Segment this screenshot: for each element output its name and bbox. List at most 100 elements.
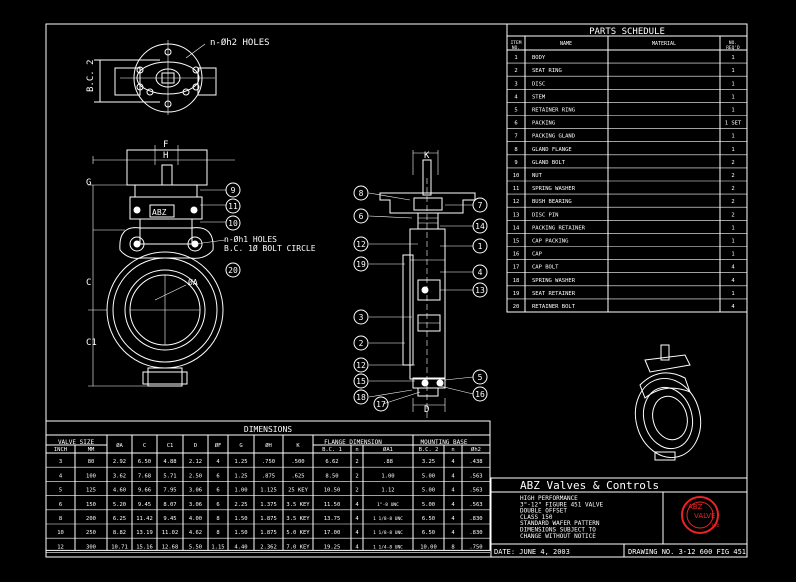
dim-c1-label: C1 xyxy=(86,338,97,348)
abz-plate-label: ABZ xyxy=(152,208,167,217)
dim-cell: 4 xyxy=(355,516,359,522)
parts-row-qty: 4 xyxy=(731,265,735,271)
dim-cell: 3.06 xyxy=(189,502,202,508)
dim-col-header: ØA xyxy=(116,442,123,449)
item-balloon-number: 15 xyxy=(356,377,366,386)
dim-cell: .563 xyxy=(469,502,482,508)
dim-col-header: INCH xyxy=(54,447,67,453)
parts-row-no: 11 xyxy=(513,186,520,192)
dim-cell: .438 xyxy=(469,459,482,465)
dim-cell: 11.02 xyxy=(162,530,179,536)
dim-cell: 2 xyxy=(355,473,358,479)
parts-row-name: RETAINER BOLT xyxy=(532,304,576,310)
front-view xyxy=(88,60,235,387)
parts-row-qty: 1 xyxy=(731,252,734,258)
parts-row-name: SPRING WASHER xyxy=(532,186,576,192)
parts-row-no: 20 xyxy=(513,304,520,310)
item-balloon-number: 3 xyxy=(359,313,364,322)
group-flange: FLANGE DIMENSION xyxy=(324,439,382,446)
item-balloon xyxy=(373,396,389,412)
dim-cell: 1.875 xyxy=(260,530,277,536)
dim-col-header: n xyxy=(451,447,454,453)
dim-cell: 5.00 xyxy=(422,502,435,508)
parts-row-qty: 1 xyxy=(731,134,734,140)
dim-cell: 4 xyxy=(451,516,455,522)
dim-cell: 5.71 xyxy=(163,473,176,479)
item-balloon xyxy=(472,238,488,254)
item-balloon xyxy=(353,373,369,389)
dim-col-header: ØF xyxy=(215,442,222,449)
dim-cell: 25 KEY xyxy=(288,488,309,494)
dim-cell: 6 xyxy=(216,502,219,508)
parts-row-no: 8 xyxy=(514,147,517,153)
description-line: DOUBLE OFFSET xyxy=(520,508,567,515)
dim-cell: 9.66 xyxy=(138,488,151,494)
item-balloon-number: 13 xyxy=(475,286,485,295)
dim-cell: 12.68 xyxy=(162,544,179,550)
bc2-label: B.C. 2 xyxy=(86,59,96,92)
dim-cell: 2.362 xyxy=(260,544,277,550)
dim-cell: 125 xyxy=(86,488,96,494)
item-balloon xyxy=(353,357,369,373)
dim-f-label: F xyxy=(163,140,168,150)
dim-cell: 4.40 xyxy=(234,544,247,550)
dim-cell: 13.75 xyxy=(324,516,341,522)
dim-cell: 4 xyxy=(355,530,359,536)
col-header-name: NAME xyxy=(560,41,572,47)
parts-row-no: 14 xyxy=(513,225,520,231)
parts-row-qty: 1 xyxy=(731,147,734,153)
dim-cell: 17.00 xyxy=(324,530,341,536)
parts-row-no: 12 xyxy=(513,199,520,205)
parts-row-no: 3 xyxy=(514,81,517,87)
dim-cell: 1.25 xyxy=(234,459,247,465)
dim-cell: .500 xyxy=(291,459,304,465)
item-balloon xyxy=(353,236,369,252)
dim-col-header: n xyxy=(355,447,358,453)
dim-col-header: MM xyxy=(88,447,95,453)
dim-cell: 8.07 xyxy=(163,502,176,508)
dim-cell: 7.95 xyxy=(163,488,176,494)
dim-col-header: D xyxy=(194,443,197,449)
item-balloon xyxy=(225,182,241,198)
dim-cell: 9.45 xyxy=(138,502,151,508)
parts-row-qty: 2 xyxy=(731,212,734,218)
dim-cell: 10 xyxy=(57,530,64,536)
dimensions-title: DIMENSIONS xyxy=(244,425,292,434)
dim-cell: 2 xyxy=(355,459,358,465)
parts-row-qty: 1 xyxy=(731,68,734,74)
dim-cell: 4.62 xyxy=(189,530,202,536)
group-mounting: MOUNTING BASE xyxy=(421,439,468,446)
dim-cell: 4.60 xyxy=(113,488,126,494)
dim-cell: 5.00 xyxy=(422,473,435,479)
parts-row-qty: 4 xyxy=(731,304,735,310)
dim-cell: 10.00 xyxy=(420,544,437,550)
parts-row-no: 13 xyxy=(513,212,520,218)
side-view xyxy=(368,150,476,420)
dim-cell: 8.50 xyxy=(325,473,338,479)
item-balloon xyxy=(472,282,488,298)
dim-cell: 8 xyxy=(451,544,454,550)
dim-cell: 4 xyxy=(355,502,359,508)
dim-cell: 10.71 xyxy=(111,544,128,550)
col-header-item: ITEM xyxy=(511,40,522,46)
item-balloon xyxy=(353,185,369,201)
dim-col-header: K xyxy=(296,443,300,449)
parts-schedule-title: PARTS SCHEDULE xyxy=(589,27,665,37)
dim-cell: .563 xyxy=(469,488,482,494)
description-line: CHANGE WITHOUT NOTICE xyxy=(520,533,596,540)
dim-cell: 8.82 xyxy=(113,530,126,536)
parts-row-name: CAP xyxy=(532,252,543,258)
parts-row-name: GLAND FLANGE xyxy=(532,147,572,153)
col-header-qty: NO. xyxy=(729,40,737,46)
description-line: HIGH PERFORMANCE xyxy=(520,495,578,502)
dim-cell: 1.375 xyxy=(260,502,277,508)
parts-row-qty: 1 xyxy=(731,239,734,245)
dim-d-label: D xyxy=(424,405,429,415)
dim-cell: 4 xyxy=(216,459,220,465)
logo-text-inc: inc xyxy=(712,523,720,529)
dim-cell: 2.25 xyxy=(234,502,247,508)
parts-row-qty: 2 xyxy=(731,199,734,205)
parts-row-qty: 1 xyxy=(731,94,734,100)
